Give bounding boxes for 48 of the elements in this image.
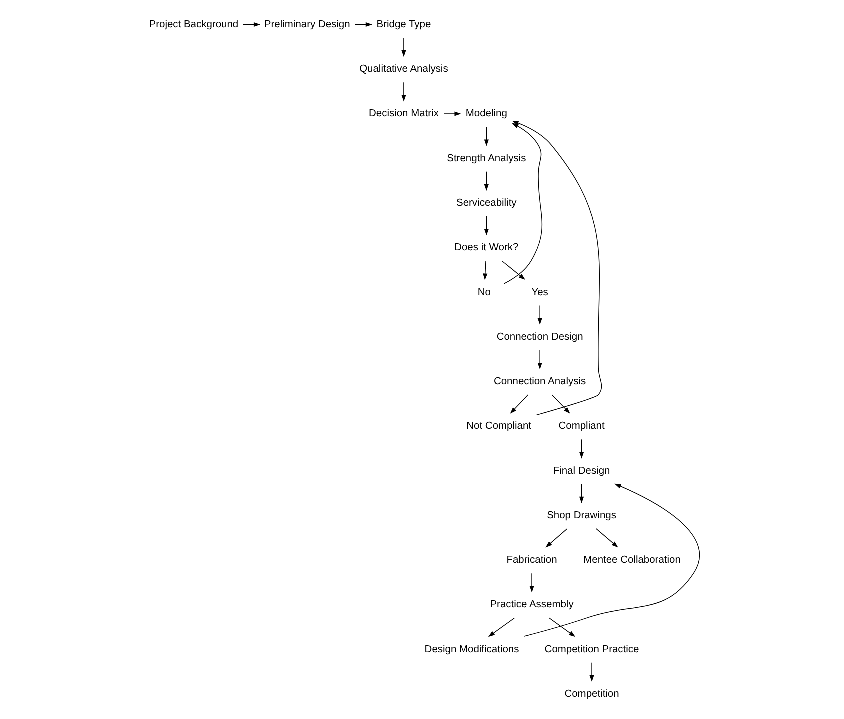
- arrow: [501, 260, 526, 280]
- arrow: [512, 120, 602, 416]
- node-text: Shop Drawings: [546, 510, 616, 522]
- node-text: Mentee Collaboration: [583, 555, 680, 566]
- arrow: [503, 123, 542, 284]
- node-text: Bridge Type: [376, 19, 431, 30]
- node-text: Not Compliant: [466, 421, 532, 432]
- node-text: Compliant: [558, 421, 604, 432]
- node-text: Practice Assembly: [490, 600, 574, 611]
- arrow: [443, 112, 461, 116]
- node-text: Does it Work?: [454, 242, 518, 254]
- arrow: [545, 528, 568, 548]
- arrow: [523, 484, 700, 637]
- arrow: [537, 305, 542, 325]
- node-text: Design Modifications: [424, 644, 519, 656]
- node-text: Connection Analysis: [493, 376, 586, 388]
- arrow: [578, 484, 584, 504]
- arrow: [537, 350, 542, 370]
- node-text: Final Design: [552, 466, 610, 477]
- arrow: [354, 22, 372, 28]
- node-text: Serviceability: [456, 198, 516, 209]
- arrow: [551, 394, 570, 414]
- arrow: [578, 439, 584, 459]
- arrow: [589, 662, 594, 682]
- arrow: [529, 573, 534, 593]
- arrow: [482, 260, 488, 280]
- arrow: [484, 126, 488, 146]
- arrow: [596, 528, 618, 548]
- node-text: No: [477, 287, 491, 298]
- node-text: Yes: [531, 287, 548, 298]
- arrow: [548, 618, 576, 638]
- node-text: Modeling: [465, 108, 507, 120]
- node-text: Competition: [564, 688, 619, 700]
- arrow: [488, 618, 515, 638]
- node-text: Preliminary Design: [264, 19, 350, 30]
- node-text: Fabrication: [506, 555, 557, 566]
- node-text: Competition Practice: [544, 644, 639, 656]
- arrow: [401, 38, 406, 58]
- arrow: [484, 216, 488, 236]
- node-text: Project Background: [148, 19, 238, 30]
- arrow: [484, 171, 488, 192]
- arrow: [242, 22, 260, 28]
- node-text: Qualitative Analysis: [359, 64, 448, 76]
- arrow: [510, 394, 528, 414]
- node-text: Connection Design: [496, 332, 583, 343]
- node-text: Strength Analysis: [446, 153, 526, 164]
- node-text: Decision Matrix: [368, 108, 438, 120]
- arrow: [401, 82, 406, 102]
